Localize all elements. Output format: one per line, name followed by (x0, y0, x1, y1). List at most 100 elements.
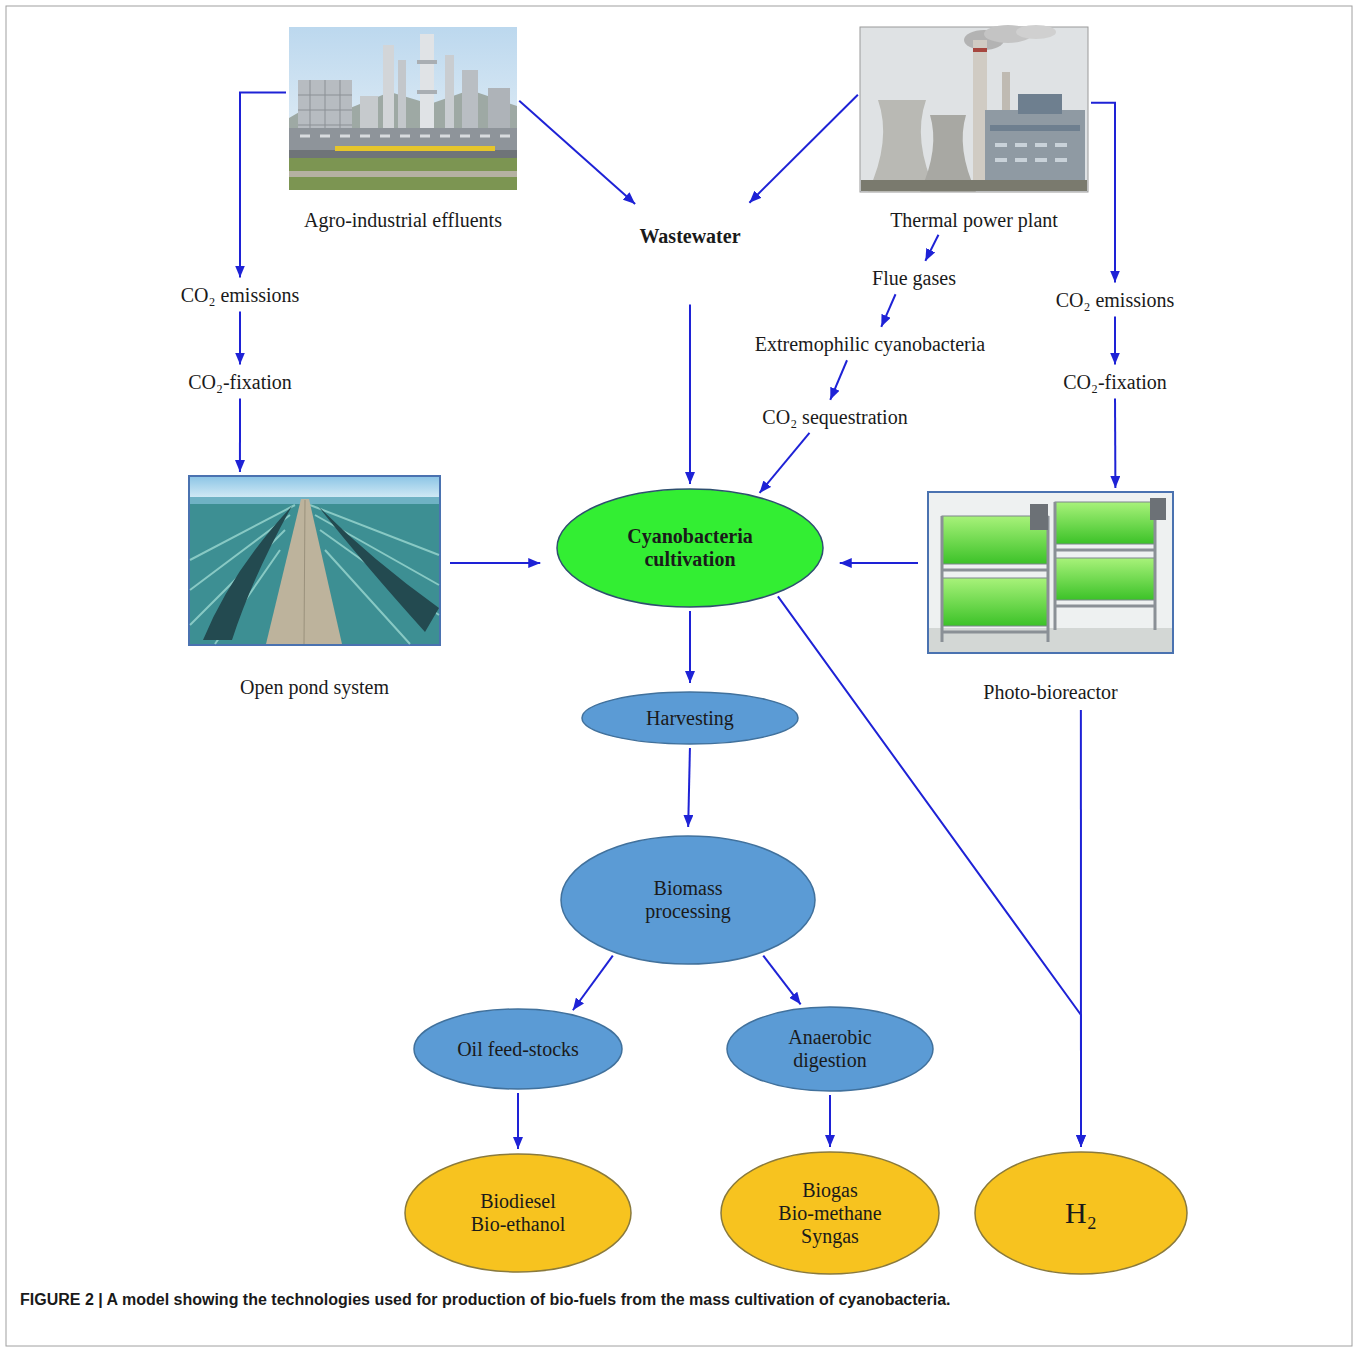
flow-arrow (1114, 317, 1116, 365)
connector-group (240, 93, 1115, 1149)
agro-plant-picture (417, 60, 437, 64)
process-ellipse: Cyanobacteria cultivation (556, 488, 824, 608)
process-ellipse: Biomass processing (560, 835, 816, 965)
flow-arrow (689, 611, 691, 683)
node-label: CO₂-fixation (188, 371, 292, 394)
flow-arrow (240, 93, 286, 278)
agro-plant-picture (289, 171, 517, 177)
text-box: Oil feed-stocks (457, 1038, 579, 1061)
node-label: CO₂ sequestration (762, 406, 907, 429)
ellipse-shape (727, 1007, 933, 1091)
photobioreactor-picture (1055, 502, 1155, 544)
power-plant-picture (1018, 94, 1062, 114)
ellipse-shape (561, 836, 815, 964)
flow-label: CO₂ sequestration (756, 404, 913, 431)
ellipse-shape (975, 1152, 1187, 1274)
node-label: H₂ (1065, 1196, 1097, 1231)
text-box: BiodieselBio-ethanol (471, 1190, 565, 1236)
node-label: Bio-methane (778, 1202, 881, 1225)
flow-arrow (830, 360, 847, 400)
node-label: Wastewater (639, 225, 740, 248)
photobioreactor-picture (1150, 498, 1166, 520)
ellipse-shape (414, 1009, 622, 1089)
node-label: Biodiesel (480, 1190, 556, 1213)
picture-caption: Photo-bioreactor (983, 681, 1117, 704)
system-picture-node: Photo-bioreactor (928, 492, 1173, 653)
agro-plant-picture (289, 27, 517, 190)
agro-plant-picture (289, 128, 517, 152)
power-plant-picture (861, 180, 1087, 191)
open-pond-picture (304, 500, 305, 644)
open-pond-picture (190, 477, 439, 499)
power-plant-picture (990, 125, 1080, 131)
ellipse-shape (582, 692, 798, 744)
flow-arrow (760, 433, 810, 493)
text-box: H₂ (1065, 1196, 1097, 1231)
text-box: Biomass processing (645, 877, 731, 923)
flow-label: Flue gases (866, 265, 962, 292)
ellipse-shape (557, 489, 823, 607)
node-label: Biomass processing (645, 877, 731, 923)
process-ellipse: Anaerobic digestion (726, 1006, 934, 1092)
flow-label: CO₂ emissions (1050, 287, 1181, 314)
node-label: Bio-ethanol (471, 1213, 565, 1236)
node-label: Harvesting (646, 707, 734, 730)
node-label: Biogas (802, 1179, 858, 1202)
figure-border (6, 6, 1352, 1346)
flow-arrow (1091, 103, 1115, 283)
power-plant-picture (973, 48, 987, 52)
agro-plant-picture (289, 150, 517, 159)
power-plant-picture (985, 110, 1085, 190)
plant-picture-node: Agro-industrial effluents (289, 27, 517, 190)
picture-caption: Thermal power plant (890, 209, 1058, 232)
node-label: Syngas (801, 1225, 859, 1248)
flow-label: Extremophilic cyanobacteria (749, 331, 991, 358)
text-box: Harvesting (646, 707, 734, 730)
text-box: Cyanobacteria cultivation (627, 525, 753, 571)
flow-label: Wastewater (633, 223, 746, 250)
flow-arrow (749, 95, 857, 203)
node-label: Oil feed-stocks (457, 1038, 579, 1061)
agro-plant-picture (300, 135, 510, 138)
picture-caption: Agro-industrial effluents (304, 209, 502, 232)
photobioreactor-picture (942, 502, 1155, 642)
photobioreactor-picture (942, 578, 1048, 626)
open-pond-picture (189, 476, 440, 645)
figure-caption: FIGURE 2 | A model showing the technolog… (20, 1290, 1338, 1309)
flow-arrow (519, 101, 635, 204)
text-box: Anaerobic digestion (788, 1026, 871, 1072)
flow-arrow (1080, 710, 1082, 1147)
open-pond-picture (190, 497, 439, 504)
photobioreactor-picture (1030, 504, 1048, 530)
power-plant-picture (995, 145, 1067, 160)
system-picture-node: Open pond system (189, 476, 440, 645)
text-box: BiogasBio-methaneSyngas (778, 1179, 881, 1248)
power-plant-picture (973, 40, 987, 180)
flow-arrow (688, 748, 690, 827)
open-pond-picture (189, 476, 440, 645)
node-label: Extremophilic cyanobacteria (755, 333, 985, 356)
product-ellipse: BiogasBio-methaneSyngas (720, 1151, 940, 1275)
open-pond-picture (266, 499, 342, 644)
ellipse-shape (405, 1154, 631, 1272)
photobioreactor-picture (928, 492, 1173, 653)
flow-arrow (239, 312, 241, 365)
agro-plant-picture (417, 90, 437, 94)
product-ellipse: H₂ (974, 1151, 1188, 1275)
picture-caption: Open pond system (240, 676, 389, 699)
process-ellipse: Oil feed-stocks (413, 1008, 623, 1090)
photobioreactor-picture (1055, 558, 1155, 600)
power-plant-picture (860, 25, 1088, 192)
ellipse-shape (721, 1152, 939, 1274)
process-ellipse: Harvesting (581, 691, 799, 745)
photobioreactor-picture (928, 492, 1173, 653)
node-label: Anaerobic digestion (788, 1026, 871, 1072)
node-label: CO₂ emissions (181, 284, 300, 307)
flow-arrow (689, 305, 691, 485)
product-ellipse: BiodieselBio-ethanol (404, 1153, 632, 1273)
agro-plant-picture (335, 146, 495, 151)
